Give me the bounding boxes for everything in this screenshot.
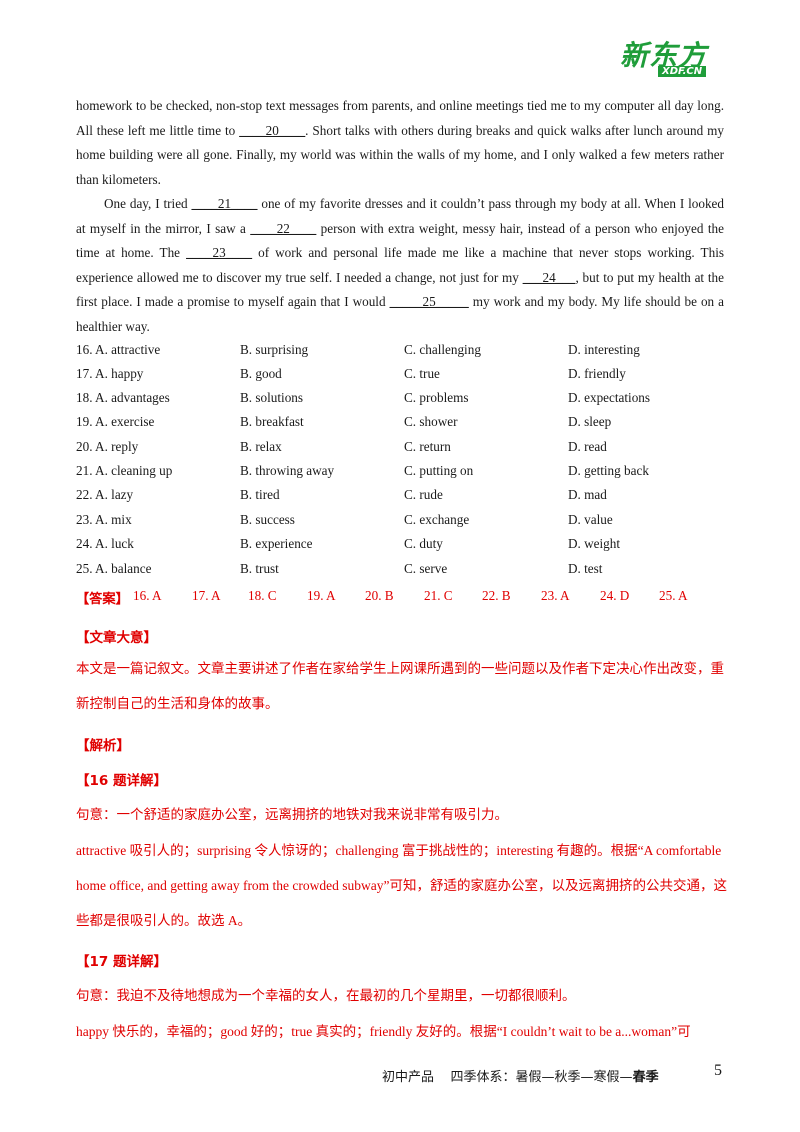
option-d: D. getting back — [568, 463, 649, 478]
answer-item: 19. A — [307, 588, 336, 603]
option-b: B. surprising — [240, 342, 309, 357]
answer-item: 25. A — [659, 588, 688, 603]
blank-21: ____21____ — [191, 196, 258, 211]
q17-meaning: 句意：我迫不及待地想成为一个幸福的女人，在最初的几个星期里，一切都很顺利。 — [76, 988, 576, 1004]
q16-heading: 【16 题详解】 — [76, 773, 167, 789]
option-a: 23. A. mix — [76, 512, 132, 527]
answer-item: 20. B — [365, 588, 394, 603]
analysis-heading: 【解析】 — [76, 738, 130, 754]
option-row: 20. A. reply B. relax C. return D. read — [76, 439, 724, 463]
option-a: 19. A. exercise — [76, 414, 155, 429]
passage-paragraph-2: One day, I tried ____21____ one of my fa… — [76, 196, 724, 334]
answer-item: 17. A — [192, 588, 221, 603]
q17-heading: 【17 题详解】 — [76, 954, 167, 970]
q17-explanation: happy 快乐的，幸福的；good 好的；true 真实的；friendly … — [76, 1024, 691, 1039]
answer-item: 18. C — [248, 588, 277, 603]
blank-20: ____20____ — [239, 122, 306, 138]
answer-key: 【答案】 16. A 17. A 18. C 19. A 20. B 21. C… — [76, 588, 736, 610]
option-row: 24. A. luck B. experience C. duty D. weight — [76, 536, 724, 560]
option-b: B. throwing away — [240, 463, 335, 478]
option-d: D. friendly — [568, 366, 626, 381]
option-row: 18. A. advantages B. solutions C. problems… — [76, 390, 724, 414]
option-d: D. sleep — [568, 414, 612, 429]
option-row: 25. A. balance B. trust C. serve D. test — [76, 561, 724, 585]
option-c: C. shower — [404, 414, 458, 429]
footer-system: 四季体系：暑假—秋季—寒假— — [450, 1070, 633, 1085]
answer-item: 21. C — [424, 588, 453, 603]
logo-english-text: XDF.CN — [658, 66, 707, 77]
blank-24: ___24___ — [522, 269, 576, 285]
option-b: B. relax — [240, 439, 282, 454]
option-c: C. putting on — [404, 463, 474, 478]
option-a: 25. A. balance — [76, 561, 152, 576]
answer-item: 16. A — [133, 588, 162, 603]
option-row: 17. A. happy B. good C. true D. friendly — [76, 366, 724, 390]
option-c: C. rude — [404, 487, 443, 502]
option-d: D. value — [568, 512, 613, 527]
footer-product: 初中产品 — [382, 1070, 435, 1085]
option-b: B. good — [240, 366, 282, 381]
option-d: D. interesting — [568, 342, 640, 357]
option-c: C. duty — [404, 536, 443, 551]
option-a: 16. A. attractive — [76, 342, 161, 357]
answer-label: 【答案】 — [76, 592, 129, 607]
option-c: C. problems — [404, 390, 469, 405]
option-d: D. mad — [568, 487, 607, 502]
option-b: B. solutions — [240, 390, 304, 405]
option-c: C. serve — [404, 561, 448, 576]
option-d: D. weight — [568, 536, 621, 551]
option-d: D. expectations — [568, 390, 651, 405]
option-c: C. return — [404, 439, 451, 454]
option-c: C. true — [404, 366, 440, 381]
answer-item: 24. D — [600, 588, 630, 603]
option-b: B. trust — [240, 561, 279, 576]
option-row: 22. A. lazy B. tired C. rude D. mad — [76, 487, 724, 511]
summary-text: 本文是一篇记叙文。文章主要讲述了作者在家给学生上网课所遇到的一些问题以及作者下定… — [76, 661, 724, 712]
q16-meaning: 句意：一个舒适的家庭办公室，远离拥挤的地铁对我来说非常有吸引力。 — [76, 807, 508, 823]
option-row: 21. A. cleaning up B. throwing away C. put… — [76, 463, 724, 487]
xdf-logo: 新东方 XDF.CN — [616, 34, 736, 80]
blank-23: ____23____ — [186, 245, 253, 260]
option-a: 22. A. lazy — [76, 487, 134, 502]
footer-season: 春季 — [632, 1070, 659, 1085]
footer: 初中产品 四季体系：暑假—秋季—寒假—春季 — [382, 1066, 659, 1085]
page-number: 5 — [714, 1062, 722, 1079]
option-row: 23. A. mix B. success C. exchange D. value — [76, 512, 724, 536]
option-a: 20. A. reply — [76, 439, 139, 454]
option-b: B. tired — [240, 487, 280, 502]
option-a: 24. A. luck — [76, 536, 134, 551]
option-row: 16. A. attractive B. surprising C. challen… — [76, 342, 724, 366]
answer-item: 23. A — [541, 588, 570, 603]
option-b: B. breakfast — [240, 414, 304, 429]
option-d: D. test — [568, 561, 603, 576]
passage-paragraph-1: homework to be checked, non-stop text me… — [76, 98, 724, 187]
summary-heading: 【文章大意】 — [76, 630, 157, 646]
option-c: C. challenging — [404, 342, 481, 357]
q16-explanation: attractive 吸引人的；surprising 令人惊讶的；challen… — [76, 843, 728, 928]
option-row: 19. A. exercise B. breakfast C. shower D. s… — [76, 414, 724, 438]
answer-item: 22. B — [482, 588, 511, 603]
option-b: B. experience — [240, 536, 313, 551]
option-a: 18. A. advantages — [76, 390, 170, 405]
option-b: B. success — [240, 512, 295, 527]
option-c: C. exchange — [404, 512, 470, 527]
option-a: 17. A. happy — [76, 366, 144, 381]
option-d: D. read — [568, 439, 607, 454]
blank-25: _____25_____ — [389, 294, 469, 309]
option-a: 21. A. cleaning up — [76, 463, 173, 478]
blank-22: ____22____ — [250, 220, 317, 236]
